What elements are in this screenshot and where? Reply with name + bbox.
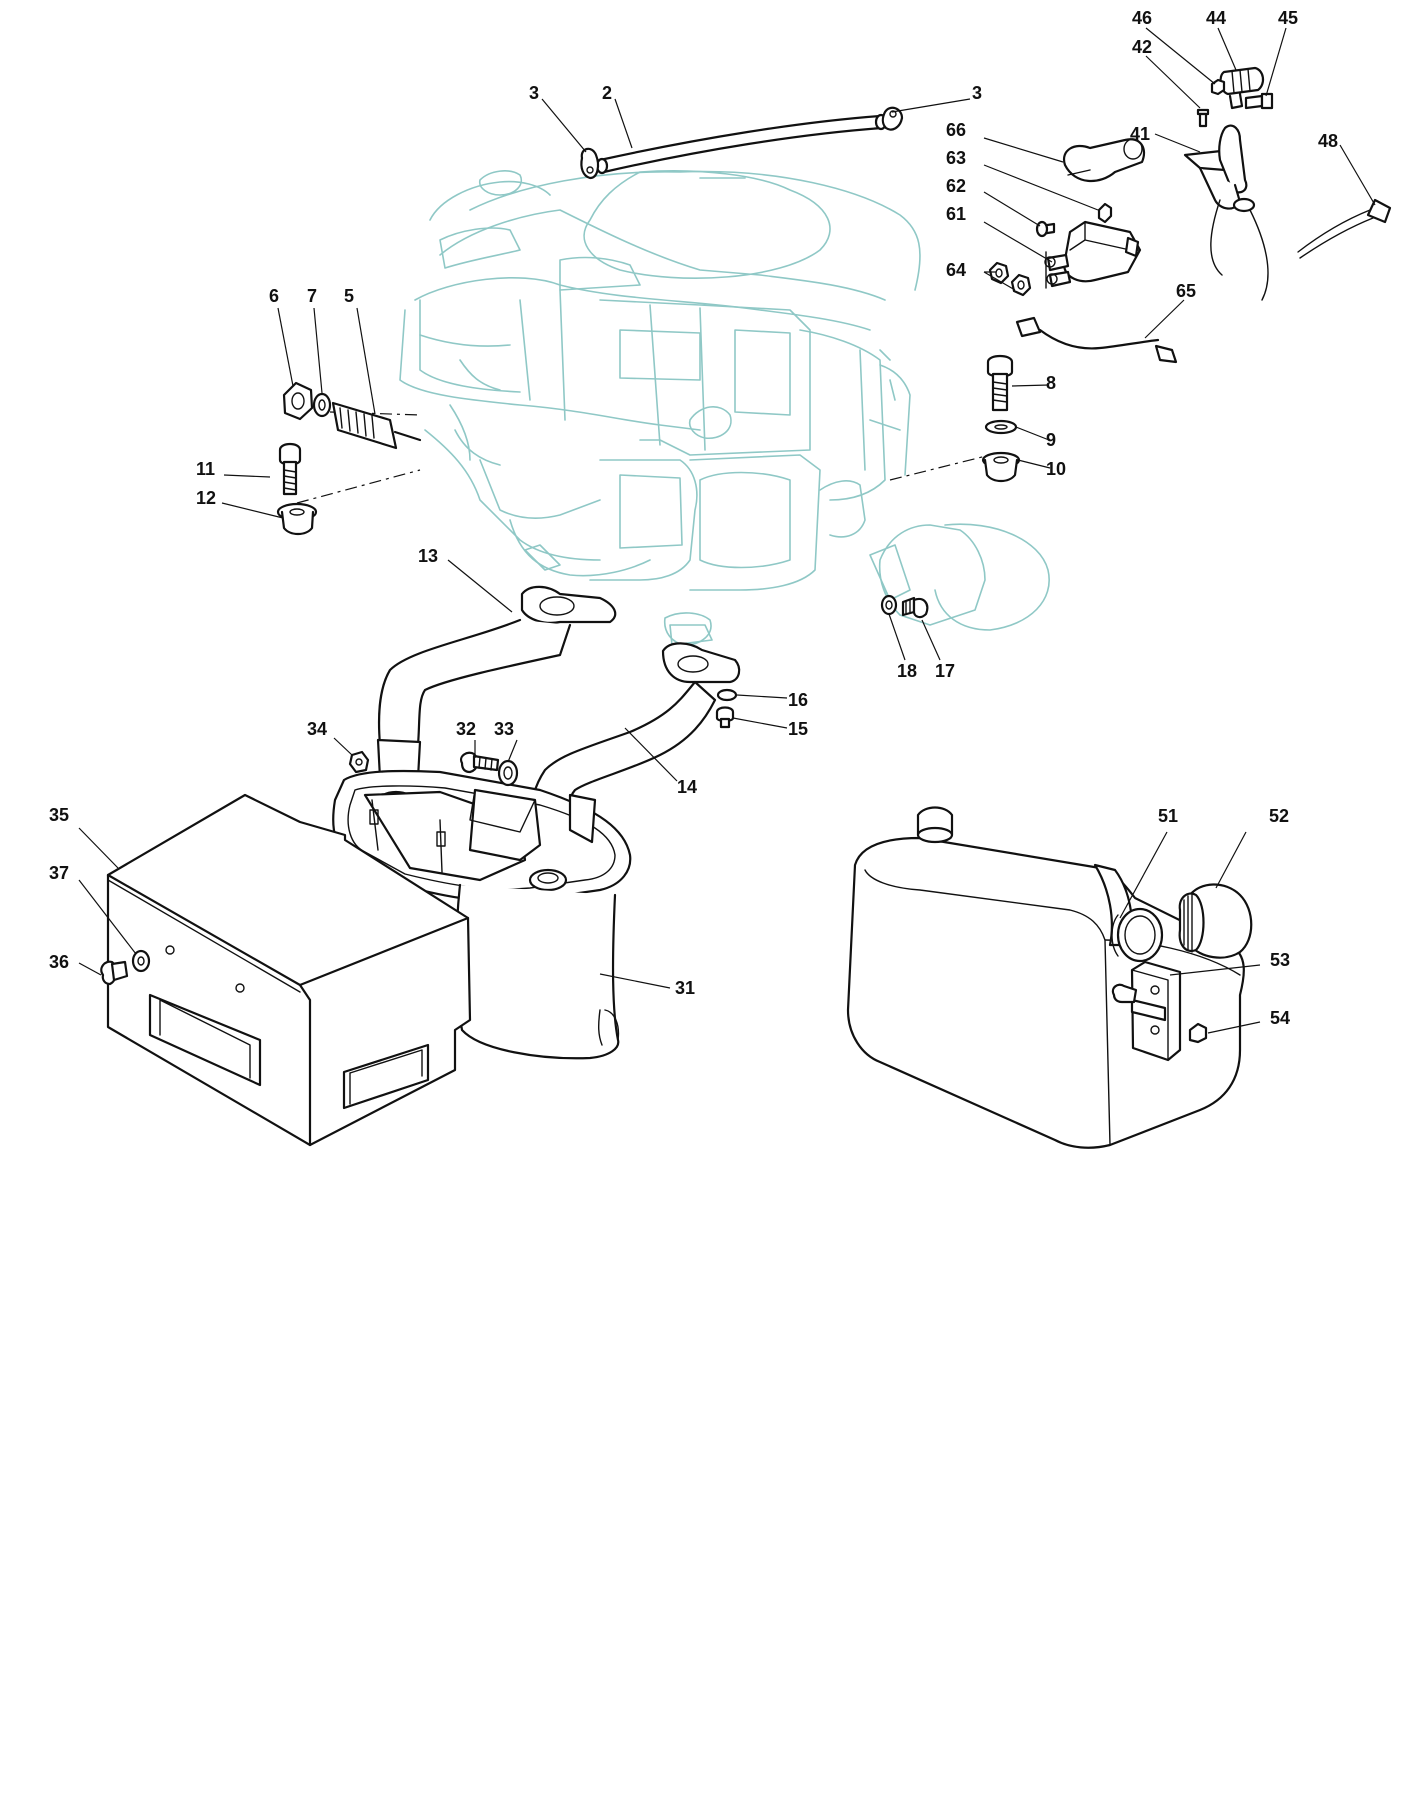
washer-37 <box>131 949 151 973</box>
throttle-lever-41 <box>1183 124 1269 301</box>
wire-harness-65 <box>1015 316 1178 364</box>
washer-18 <box>880 594 898 616</box>
screw-62 <box>1035 220 1056 238</box>
fuel-tank <box>846 806 1245 1149</box>
cable-clamp-44 <box>1219 66 1265 110</box>
callout-66: 66 <box>946 120 966 140</box>
callout-63: 63 <box>946 148 966 168</box>
callout-37: 37 <box>49 863 69 883</box>
nut-63 <box>1097 202 1113 224</box>
screw-32 <box>460 751 500 774</box>
cable-48 <box>1297 198 1392 259</box>
callout-48: 48 <box>1318 131 1338 151</box>
callout-35: 35 <box>49 805 69 825</box>
screw-42 <box>1196 108 1210 128</box>
callout-3-left: 3 <box>529 83 539 103</box>
callout-18: 18 <box>897 661 917 681</box>
flange-nut-12 <box>276 502 318 536</box>
exhaust-pipe-13 <box>376 585 617 780</box>
callout-11: 11 <box>196 459 215 479</box>
callout-10: 10 <box>1046 459 1066 479</box>
alignment-lines <box>296 411 991 504</box>
bolt-15 <box>715 706 735 729</box>
callout-2: 2 <box>602 83 612 103</box>
callout-7: 7 <box>307 286 317 306</box>
fuel-cap-52 <box>1178 883 1253 959</box>
callout-31: 31 <box>675 978 695 998</box>
callout-17: 17 <box>935 661 955 681</box>
washer-7 <box>312 392 332 418</box>
nut-54 <box>1188 1022 1208 1044</box>
heat-shield-35 <box>106 793 472 1147</box>
callout-9: 9 <box>1046 430 1056 450</box>
filler-neck-51 <box>1111 907 1164 963</box>
leader-lines <box>78 27 1376 1034</box>
screw-45 <box>1244 92 1274 110</box>
callout-12: 12 <box>196 488 216 508</box>
callout-33: 33 <box>494 719 514 739</box>
callout-54: 54 <box>1270 1008 1290 1028</box>
stud-5 <box>331 401 422 450</box>
callout-34: 34 <box>307 719 327 739</box>
callout-44: 44 <box>1206 8 1226 28</box>
callout-62: 62 <box>946 176 966 196</box>
fuel-hose <box>595 113 888 175</box>
hose-clamp-right <box>881 106 904 131</box>
callout-32: 32 <box>456 719 476 739</box>
callout-labels: 46 44 45 42 3 2 3 66 41 48 63 62 61 64 6… <box>49 8 1338 1028</box>
callout-16: 16 <box>788 690 808 710</box>
callout-51: 51 <box>1158 806 1178 826</box>
hose-clamp-left <box>580 147 600 180</box>
nut-46 <box>1210 78 1226 96</box>
engine-outline <box>399 170 1050 646</box>
bolt-36 <box>100 960 129 986</box>
callout-61: 61 <box>946 204 966 224</box>
cap-66 <box>1062 138 1146 183</box>
callout-45: 45 <box>1278 8 1298 28</box>
bolt-11 <box>278 442 302 496</box>
callout-53: 53 <box>1270 950 1290 970</box>
muffler-31 <box>332 769 632 1060</box>
callout-3-right: 3 <box>972 83 982 103</box>
callout-42: 42 <box>1132 37 1152 57</box>
callout-8: 8 <box>1046 373 1056 393</box>
bolt-17 <box>901 596 929 619</box>
clip-34 <box>348 750 370 774</box>
callout-41: 41 <box>1130 124 1150 144</box>
callout-46: 46 <box>1132 8 1152 28</box>
nut-6 <box>282 381 314 421</box>
callout-14: 14 <box>677 777 697 797</box>
callout-36: 36 <box>49 952 69 972</box>
callout-65: 65 <box>1176 281 1196 301</box>
callout-64: 64 <box>946 260 966 280</box>
washer-9 <box>984 419 1018 435</box>
bolt-8 <box>986 354 1014 412</box>
callout-15: 15 <box>788 719 808 739</box>
callout-6: 6 <box>269 286 279 306</box>
callout-52: 52 <box>1269 806 1289 826</box>
bracket-53 <box>1111 960 1182 1062</box>
solenoid-61 <box>1044 220 1142 289</box>
nuts-64 <box>988 261 1032 297</box>
flange-nut-10 <box>981 451 1021 483</box>
washer-33 <box>497 759 519 787</box>
callout-5: 5 <box>344 286 354 306</box>
washer-16 <box>716 688 738 702</box>
callout-13: 13 <box>418 546 438 566</box>
